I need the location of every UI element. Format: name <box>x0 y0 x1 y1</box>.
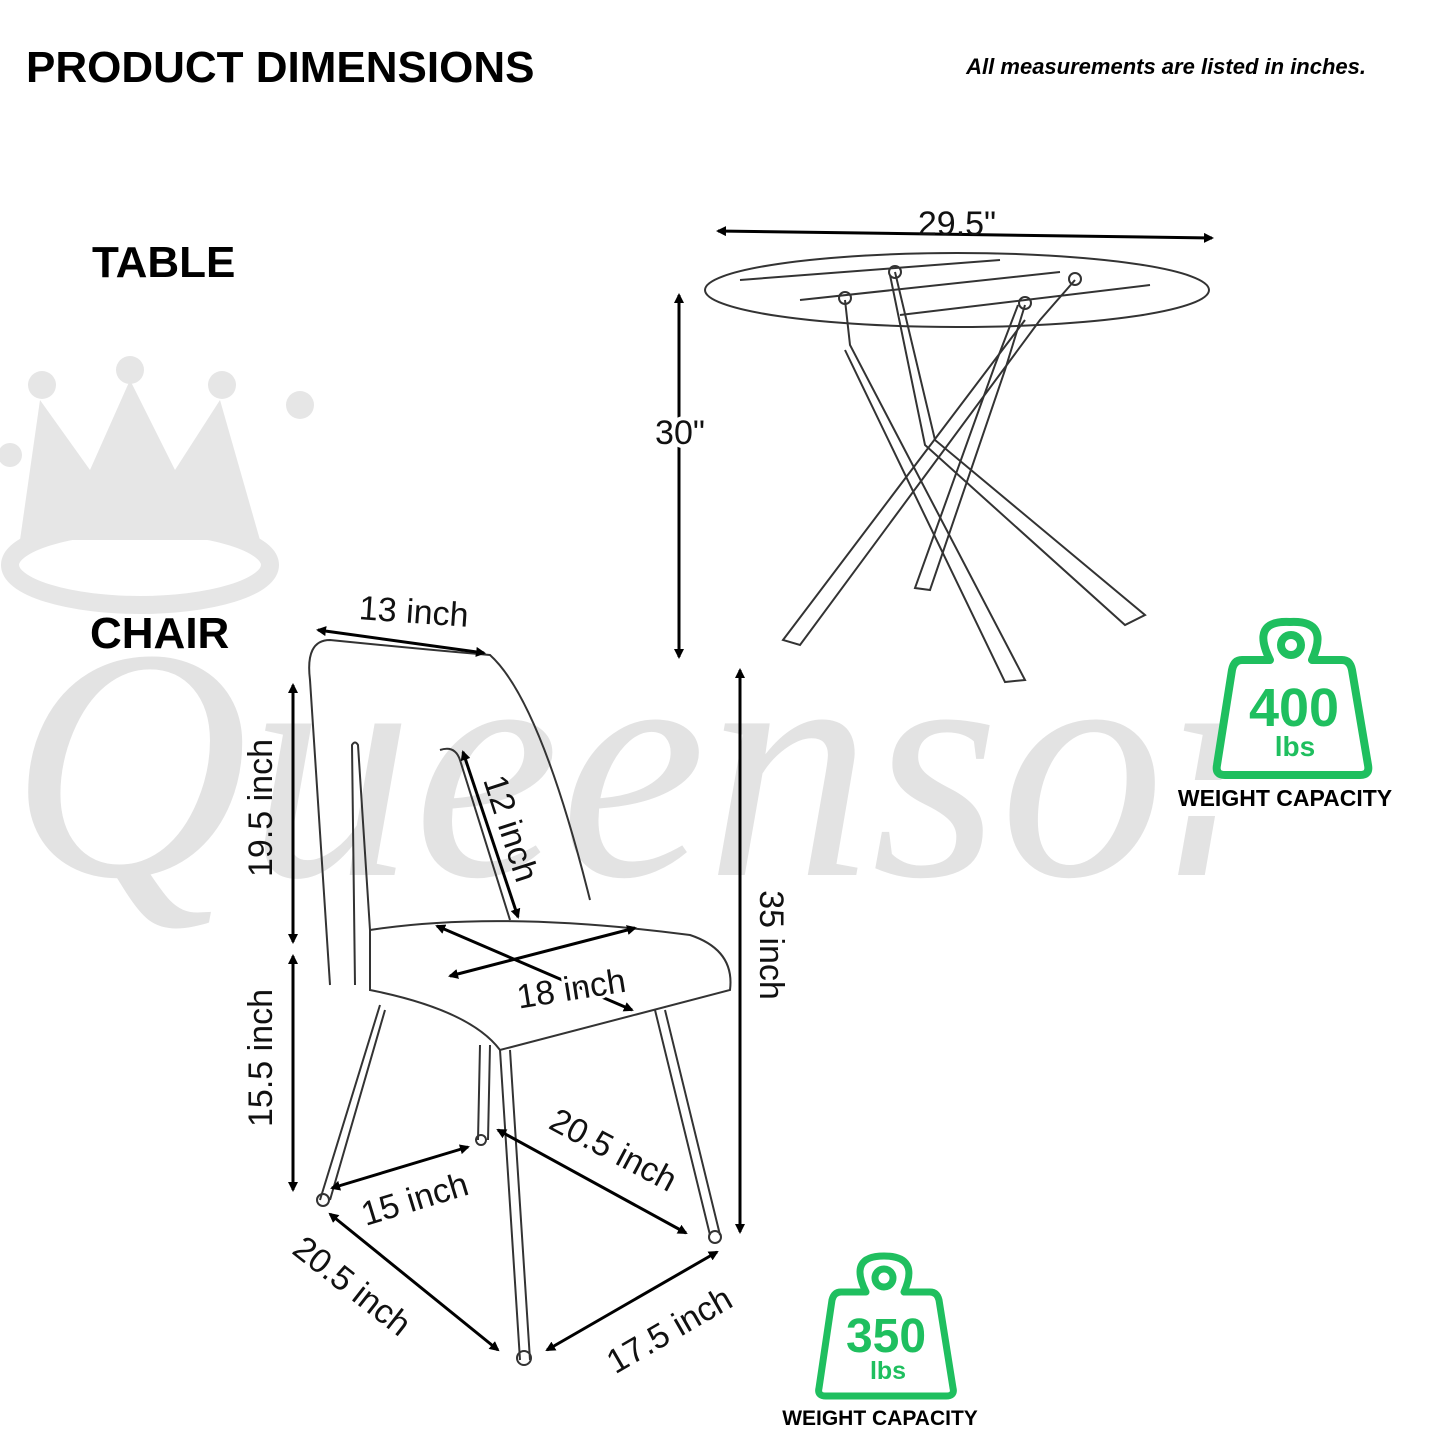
chair-base-depth-label: 20.5 inch <box>286 1229 418 1344</box>
table-weight-badge: 400 lbs WEIGHT CAPACITY <box>1165 617 1405 816</box>
table-weight-caption: WEIGHT CAPACITY <box>1178 785 1392 811</box>
chair-label: CHAIR <box>90 609 229 658</box>
crown-icon <box>0 356 314 614</box>
table-drawing <box>704 252 1210 684</box>
chair-seat-height-label: 15.5 inch <box>242 989 280 1127</box>
chair-total-height-label: 35 inch <box>752 890 790 1000</box>
table-weight-value: 400 <box>1249 678 1339 738</box>
chair-weight-badge: 350 lbs WEIGHT CAPACITY <box>782 1252 978 1430</box>
chair-seat-width-label: 18 inch <box>514 962 628 1017</box>
chair-base-width-label: 17.5 inch <box>600 1280 739 1382</box>
chair-weight-value: 350 <box>846 1310 926 1363</box>
chair-back-height-label: 19.5 inch <box>242 739 280 877</box>
chair-back-top-width-label: 13 inch <box>358 589 470 635</box>
table-weight-unit: lbs <box>1275 731 1315 762</box>
watermark-text: Queensor <box>10 582 1299 947</box>
table-diameter-label: 29.5" <box>918 205 996 243</box>
table-height-label: 30" <box>655 414 705 452</box>
chair-leg-depth-label: 20.5 inch <box>543 1101 683 1199</box>
page-title: PRODUCT DIMENSIONS <box>26 43 534 92</box>
weight-icon <box>815 1252 957 1400</box>
table-label: TABLE <box>92 238 235 287</box>
chair-weight-unit: lbs <box>870 1357 906 1385</box>
weight-icon <box>1212 617 1373 779</box>
measurement-note: All measurements are listed in inches. <box>965 54 1366 79</box>
chair-weight-caption: WEIGHT CAPACITY <box>782 1407 978 1430</box>
